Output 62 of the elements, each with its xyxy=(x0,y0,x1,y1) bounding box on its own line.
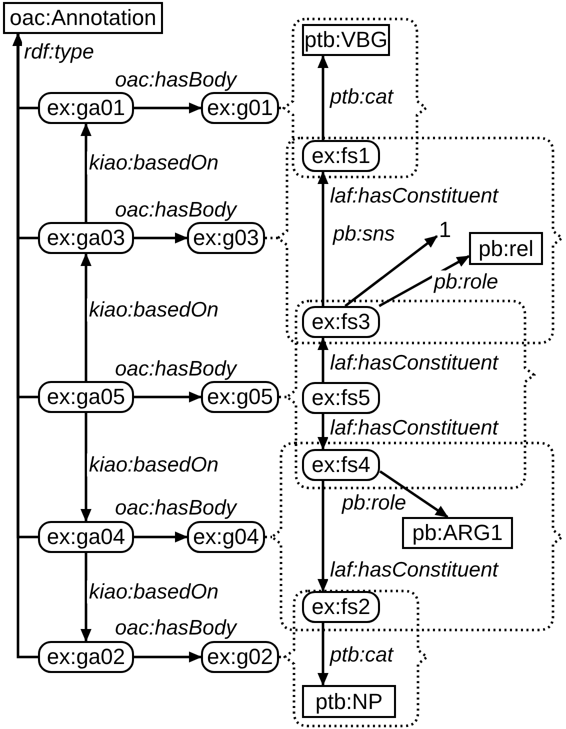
value-box: oac:Annotation xyxy=(3,2,163,34)
value-box: ptb:NP xyxy=(302,685,396,718)
edge-label: oac:hasBody xyxy=(113,68,238,92)
arrow xyxy=(378,255,470,308)
dotted-leader-line xyxy=(279,106,284,110)
arrow xyxy=(80,253,92,381)
edge-label: kiao:basedOn xyxy=(87,453,221,477)
value-box: pb:ARG1 xyxy=(402,517,513,549)
resource-node: ex:g04 xyxy=(187,521,265,553)
arrow xyxy=(318,171,328,306)
edge-label: oac:hasBody xyxy=(113,198,238,222)
resource-node: ex:g05 xyxy=(201,381,279,413)
arrow xyxy=(134,102,202,114)
dotted-leader-line xyxy=(279,656,285,658)
resource-node: ex:fs3 xyxy=(302,306,380,338)
edge-label: pb:sns xyxy=(331,222,397,246)
edge-label: pb:role xyxy=(340,491,408,515)
arrow xyxy=(318,481,328,592)
edge-label: rdf:type xyxy=(22,40,96,64)
edge-label: oac:hasBody xyxy=(113,496,238,520)
arrow xyxy=(344,235,438,307)
arrow xyxy=(134,532,188,542)
arrow xyxy=(379,470,448,518)
resource-node: ex:g01 xyxy=(201,92,279,124)
edge-label: pb:role xyxy=(432,270,500,294)
resource-node: ex:fs1 xyxy=(302,140,380,172)
arrow xyxy=(80,413,92,522)
resource-node: ex:fs5 xyxy=(302,382,380,414)
arrow xyxy=(318,414,328,450)
arrow xyxy=(318,337,328,382)
resource-node: ex:ga04 xyxy=(38,521,134,553)
node-text: 1 xyxy=(437,216,453,244)
resource-node: ex:fs4 xyxy=(302,449,380,481)
dotted-leader-line xyxy=(265,536,272,538)
edge-label: ptb:cat xyxy=(328,85,396,109)
edge-label: oac:hasBody xyxy=(113,357,238,381)
resource-node: ex:g02 xyxy=(201,641,279,673)
arrow xyxy=(80,123,92,222)
arrow xyxy=(80,553,92,642)
edge-label: oac:hasBody xyxy=(113,616,238,640)
resource-node: ex:ga02 xyxy=(38,641,134,673)
edge-label: laf:hasConstituent xyxy=(328,558,500,582)
arrow xyxy=(12,33,38,658)
edge-label: kiao:basedOn xyxy=(87,151,221,175)
dotted-leader-line xyxy=(279,396,287,398)
edge-label: kiao:basedOn xyxy=(87,580,221,604)
edge-label: kiao:basedOn xyxy=(87,298,221,322)
dotted-leader-line xyxy=(265,236,278,240)
resource-node: ex:ga03 xyxy=(38,222,134,254)
edge-label: laf:hasConstituent xyxy=(328,416,500,440)
arrow xyxy=(318,623,328,686)
value-box: ptb:VBG xyxy=(302,24,390,56)
resource-node: ex:g03 xyxy=(187,222,265,254)
arrow xyxy=(134,652,202,662)
resource-node: ex:ga01 xyxy=(38,92,134,124)
arrow xyxy=(134,232,188,244)
resource-node: ex:ga05 xyxy=(38,381,134,413)
arrow xyxy=(318,55,328,140)
value-box: pb:rel xyxy=(469,232,543,265)
arrow xyxy=(134,392,202,402)
resource-node: ex:fs2 xyxy=(302,591,380,623)
edge-label: ptb:cat xyxy=(328,643,396,667)
